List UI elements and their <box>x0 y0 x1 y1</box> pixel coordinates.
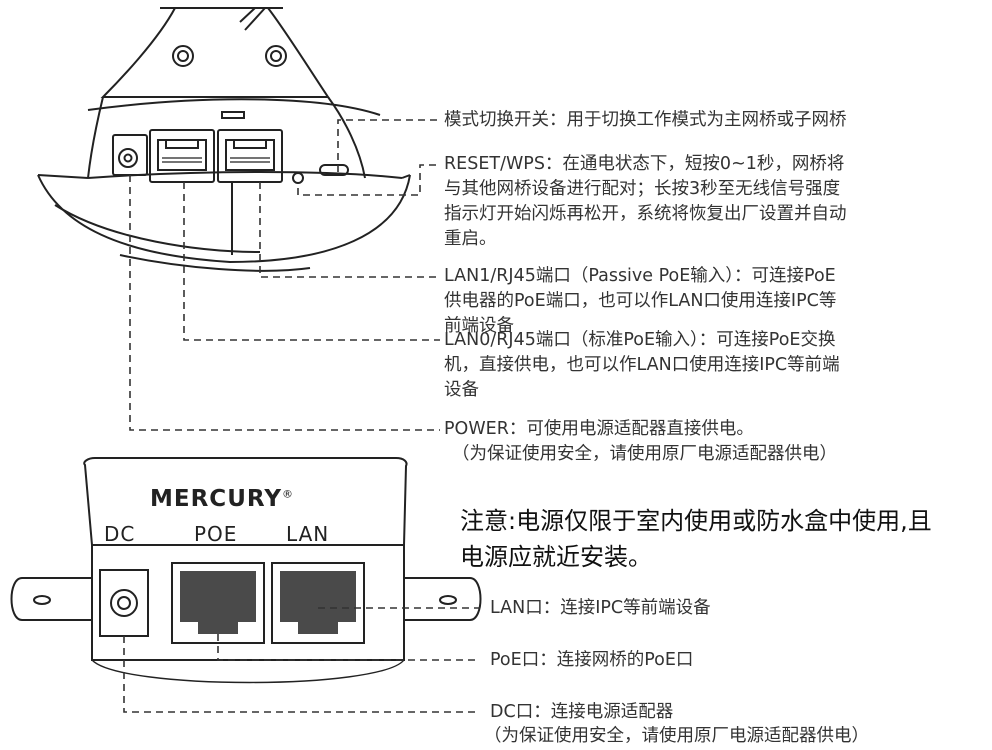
leader-mode-switch <box>337 119 440 172</box>
reset-wps-label-2: 与其他网桥设备进行配对；长按3秒至无线信号强度 <box>444 179 841 199</box>
dc-port-label: DC <box>104 522 136 546</box>
lan0-label-3: 设备 <box>444 380 479 400</box>
poe-port-label: POE <box>194 522 238 546</box>
mode-switch-label: 模式切换开关：用于切换工作模式为主网桥或子网桥 <box>444 110 847 130</box>
lan1-label-2: 供电器的PoE端口，也可以作LAN口使用连接IPC等 <box>444 291 837 311</box>
lan-callout: LAN口：连接IPC等前端设备 <box>490 598 711 618</box>
lan1-label-1: LAN1/RJ45端口（Passive PoE输入）：可连接PoE <box>444 266 836 286</box>
poe-port-fill <box>180 571 256 634</box>
install-note: 注意:电源仅限于室内使用或防水盒中使用,且 电源应就近安装。 <box>460 503 932 575</box>
lan0-label-2: 机，直接供电，也可以作LAN口使用连接IPC等前端 <box>444 355 840 375</box>
reset-wps-label-3: 指示灯开始闪烁再松开，系统将恢复出厂设置并自动 <box>444 204 847 224</box>
dc-callout-2: （为保证使用安全，请使用原厂电源适配器供电） <box>484 726 869 746</box>
install-note-line-2: 电源应就近安装。 <box>460 543 652 571</box>
poe-callout: PoE口：连接网桥的PoE口 <box>490 650 694 670</box>
lan1-label-3: 前端设备 <box>444 316 514 336</box>
lan-port-fill <box>280 571 356 634</box>
power-label-2: （为保证使用安全，请使用原厂电源适配器供电） <box>452 444 837 464</box>
poe-injector <box>10 457 482 684</box>
bridge-device <box>37 7 411 272</box>
lan-port-label: LAN <box>286 522 330 546</box>
reset-wps-label-1: RESET/WPS：在通电状态下，短按0~1秒，网桥将 <box>444 154 845 174</box>
brand-logo: MERCURY® <box>150 486 294 512</box>
install-note-line-1: 注意:电源仅限于室内使用或防水盒中使用,且 <box>460 507 932 535</box>
power-label-1: POWER：可使用电源适配器直接供电。 <box>444 419 754 439</box>
lan0-label-1: LAN0/RJ45端口（标准PoE输入）：可连接PoE交换 <box>444 330 836 350</box>
reset-wps-label-4: 重启。 <box>444 229 497 249</box>
dc-callout-1: DC口：连接电源适配器 <box>490 702 674 722</box>
